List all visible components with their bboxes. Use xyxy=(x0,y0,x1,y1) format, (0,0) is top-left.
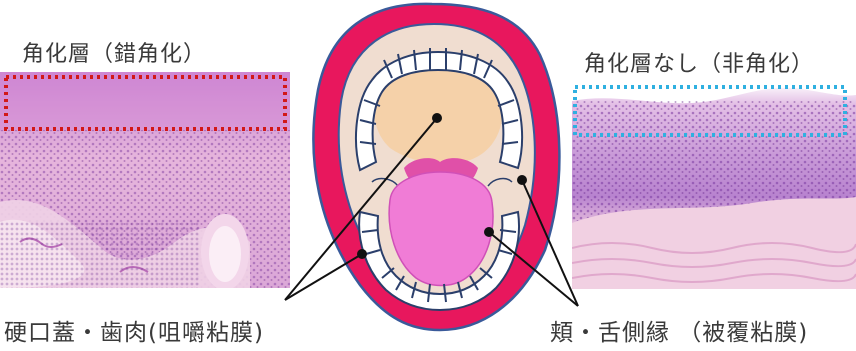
masticatory-mucosa-label: 硬口蓋・歯肉(咀嚼粘膜) xyxy=(4,313,264,347)
lining-mucosa-label: 頬・舌側縁 （被覆粘膜) xyxy=(550,313,808,347)
